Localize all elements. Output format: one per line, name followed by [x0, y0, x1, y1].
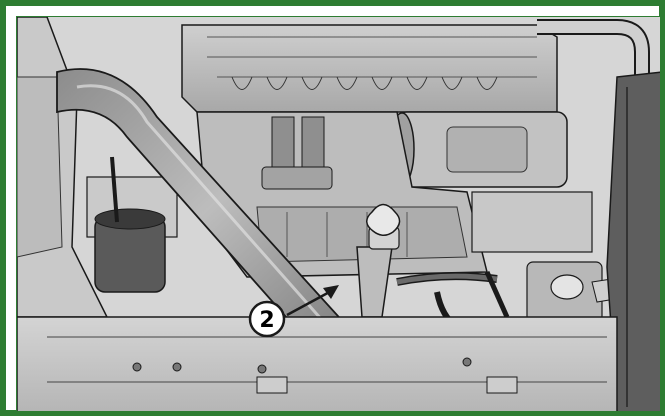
callout-circle: [248, 300, 286, 338]
left-frame-rail: [17, 17, 109, 318]
callout-number: 2: [259, 308, 274, 333]
callout-2: 2: [248, 285, 339, 338]
front-frame: [17, 316, 618, 411]
intake-manifold: [181, 24, 558, 113]
figure-area: 2: [16, 16, 661, 412]
fuel-filter: [86, 156, 178, 293]
starter-motor: [389, 111, 568, 188]
engine-illustration: 2: [17, 17, 660, 411]
